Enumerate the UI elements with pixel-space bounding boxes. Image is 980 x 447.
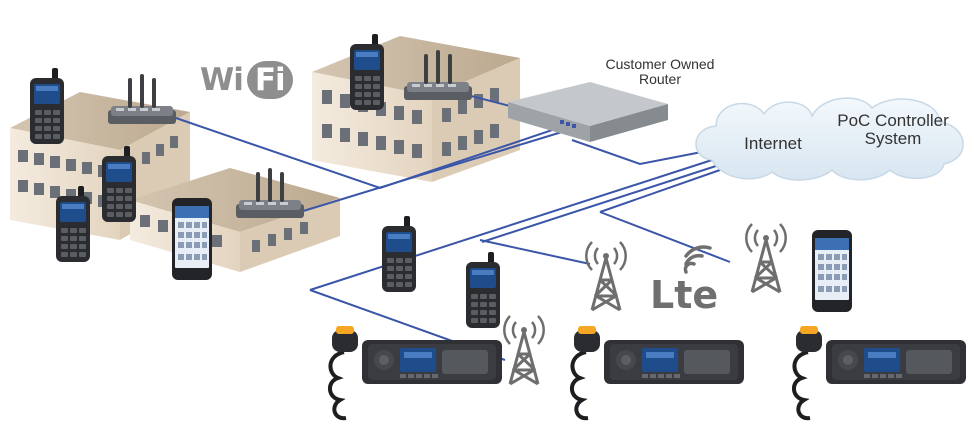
link-internet-trunk2	[481, 165, 717, 243]
lte-icon	[683, 245, 712, 274]
handheld-radio-icon-3	[56, 186, 90, 262]
link-ap2-router	[299, 127, 576, 213]
mobile-radio-icon-2	[569, 324, 746, 421]
wifi-label-right: Fi	[246, 61, 293, 99]
building-icon-right	[312, 36, 520, 182]
link-tower3	[599, 211, 731, 263]
link-internet-trunk3	[599, 169, 721, 213]
router-icon	[508, 82, 668, 142]
cell-tower-icon-2	[584, 240, 628, 312]
wifi-label-left: Wi	[200, 62, 244, 98]
link-tower2	[479, 239, 591, 265]
handheld-radio-icon-2	[102, 146, 136, 222]
handheld-radio-icon-6	[466, 252, 500, 328]
smartphone-icon-2	[812, 230, 852, 312]
handheld-radio-icon-1	[30, 68, 64, 144]
handheld-radio-icon-4	[350, 34, 384, 110]
lte-label: Lte	[650, 273, 719, 317]
link-internet-trunk1	[309, 159, 713, 291]
cell-tower-icon-1	[502, 314, 546, 386]
internet-label: Internet	[744, 134, 802, 153]
cloud-icon	[695, 97, 964, 181]
mobile-radio-icon-3	[791, 324, 968, 421]
smartphone-icon-1	[172, 198, 212, 280]
network-links	[169, 87, 731, 361]
handheld-radio-icon-5	[382, 216, 416, 292]
mobile-radio-icon-1	[327, 324, 504, 421]
link-router-internet	[571, 139, 713, 166]
cell-tower-icon-3	[744, 222, 788, 294]
